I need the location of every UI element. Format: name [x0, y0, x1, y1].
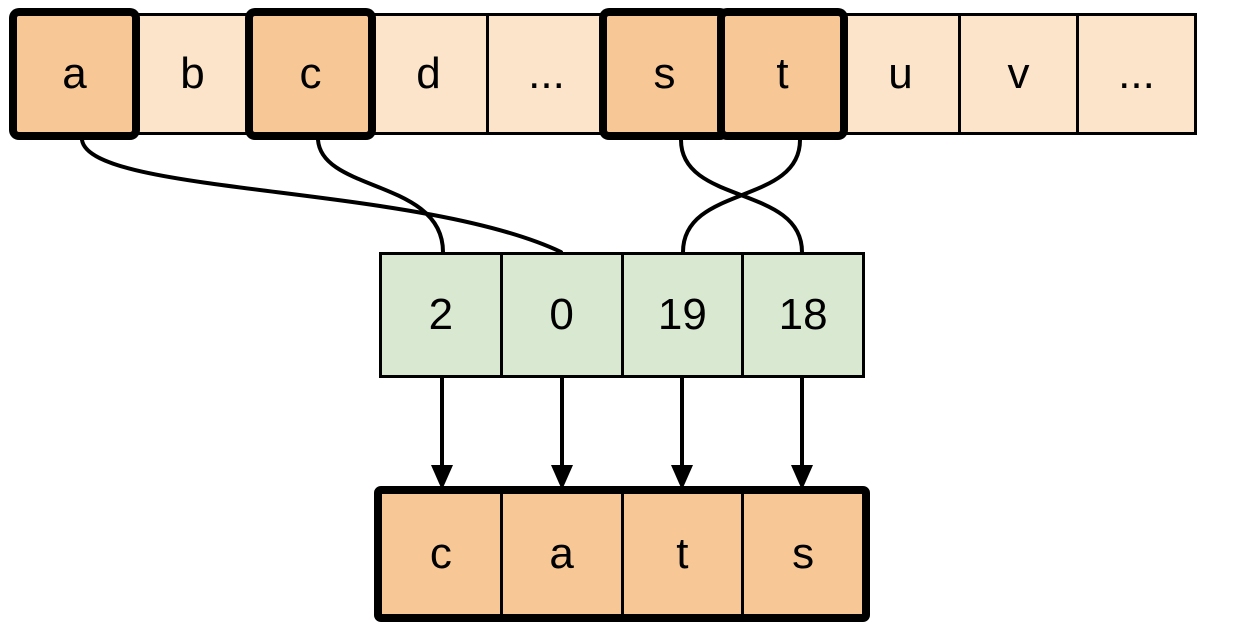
- result-cell-s: s: [741, 494, 862, 614]
- result-cell-label: c: [429, 529, 452, 578]
- alphabet-cell-label: d: [416, 49, 441, 98]
- alphabet-cell-label: ...: [528, 49, 565, 98]
- alphabet-cell-label: v: [1007, 49, 1030, 98]
- index-cell-0: 0: [499, 255, 621, 375]
- arrow-head-icon: [431, 465, 453, 490]
- curve-c-to-index-2: [316, 138, 445, 254]
- alphabet-cell-label: t: [776, 49, 789, 98]
- result-cell-label: t: [676, 529, 689, 578]
- alphabet-cell-d: d: [368, 13, 489, 135]
- result-cell-a: a: [499, 494, 621, 614]
- result-cell-t: t: [620, 494, 742, 614]
- index-cell-label: 18: [778, 290, 828, 339]
- arrow-head-icon: [551, 465, 573, 490]
- curve-s-to-index-18: [679, 138, 804, 254]
- alphabet-cell-label: c: [299, 49, 322, 98]
- index-cell-label: 0: [549, 290, 574, 339]
- alphabet-cell-label: ...: [1118, 49, 1155, 98]
- alphabet-cell-v: v: [958, 13, 1079, 135]
- curve-a-to-index-0: [80, 138, 563, 254]
- alphabet-cell-label: s: [653, 49, 676, 98]
- index-cell-19: 19: [620, 255, 742, 375]
- arrow-head-icon: [791, 465, 813, 490]
- alphabet-cell-u: u: [840, 13, 961, 135]
- alphabet-cell-ellipsis-4: ...: [486, 13, 607, 135]
- arrow-head-icon: [671, 465, 693, 490]
- alphabet-cell-s: s: [604, 13, 725, 135]
- index-cell-label: 19: [657, 290, 707, 339]
- alphabet-array: a b c d... s t u v...: [14, 13, 1197, 135]
- alphabet-cell-ellipsis-9: ...: [1076, 13, 1197, 135]
- alphabet-cell-t: t: [722, 13, 843, 135]
- result-cell-label: s: [792, 529, 815, 578]
- alphabet-cell-label: a: [62, 49, 87, 98]
- result-cell-label: a: [549, 529, 574, 578]
- index-cell-18: 18: [741, 255, 862, 375]
- result-cell-c: c: [382, 494, 500, 614]
- index-cell-2: 2: [382, 255, 500, 375]
- alphabet-cell-label: u: [888, 49, 913, 98]
- alphabet-cell-a: a: [14, 13, 135, 135]
- alphabet-cell-c: c: [250, 13, 371, 135]
- index-cell-label: 2: [428, 290, 454, 339]
- alphabet-cell-b: b: [132, 13, 253, 135]
- alphabet-cell-label: b: [180, 49, 205, 98]
